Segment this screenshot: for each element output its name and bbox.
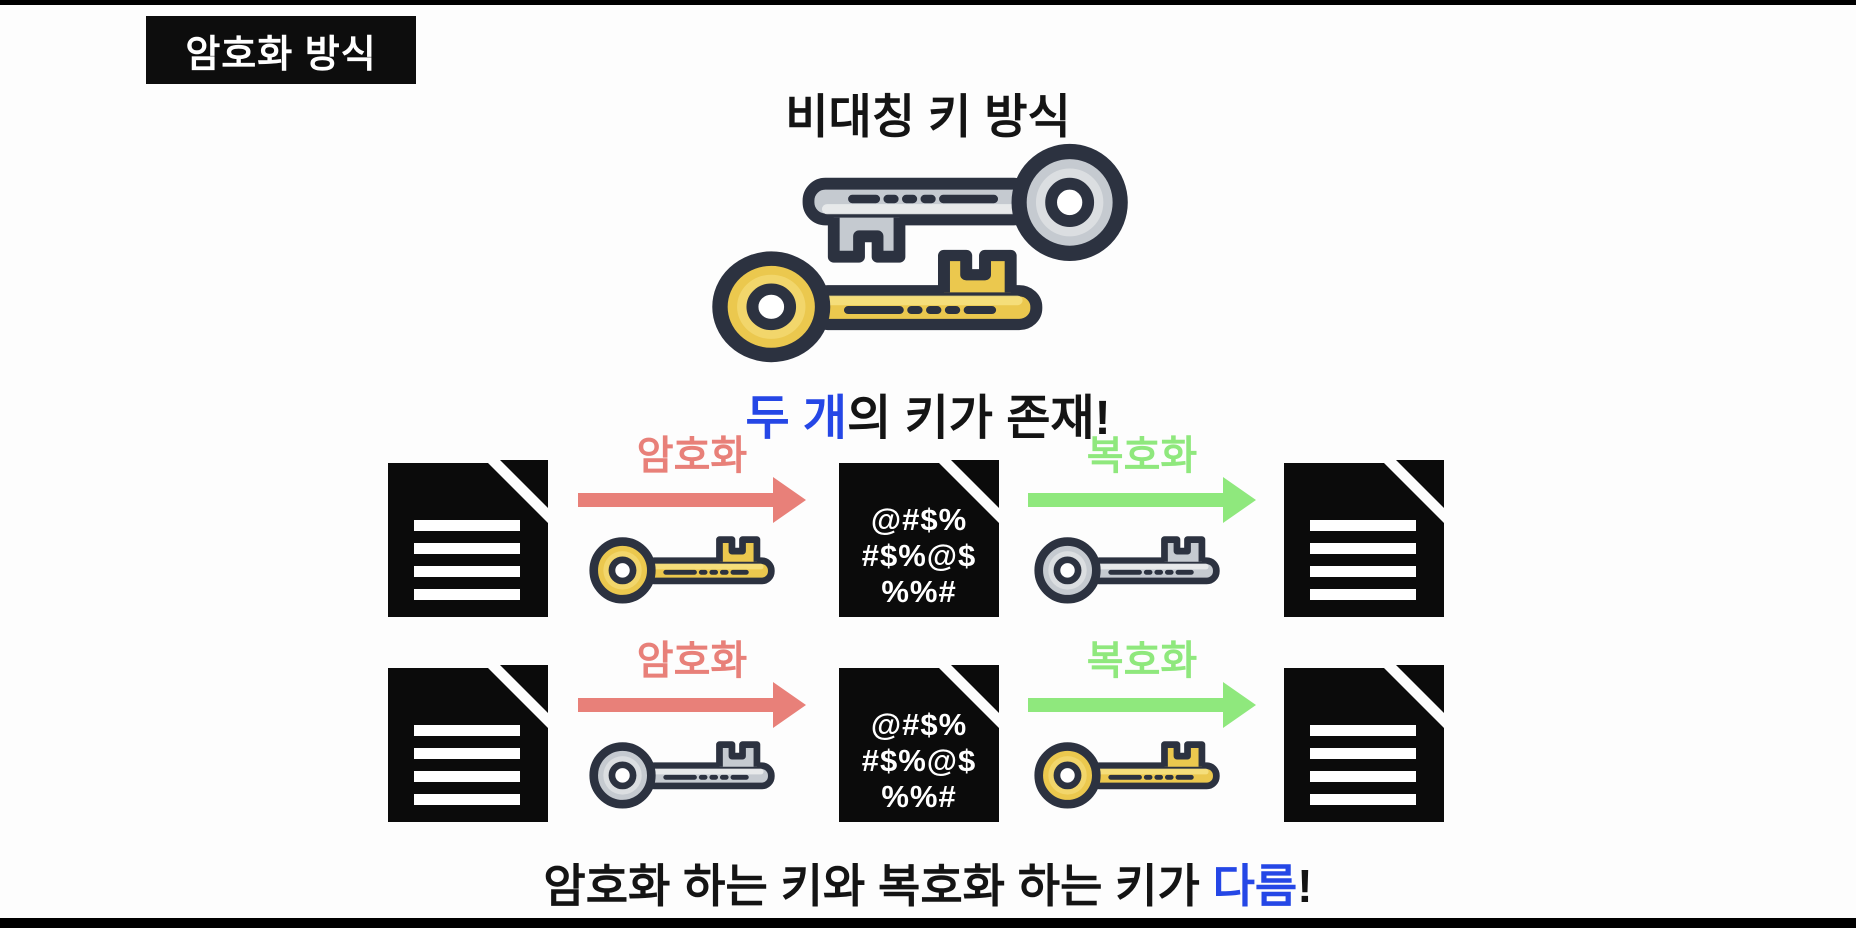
caption-text: 암호화 하는 키와 복호화 하는 키가: [543, 860, 1213, 912]
cipher-line: #$%@$: [861, 538, 977, 573]
subtitle-highlight: 두 개: [745, 392, 848, 445]
decrypt-key-icon: [1032, 736, 1224, 809]
caption-highlight: 다름: [1212, 860, 1298, 912]
decrypt-arrow-icon: [1028, 477, 1256, 523]
encrypt-arrow-icon: [578, 477, 806, 523]
cipher-text: @#$% #$%@$ %%#: [833, 707, 1005, 815]
decrypt-arrow-icon: [1028, 682, 1256, 728]
cipher-line: %%#: [881, 779, 957, 814]
subtitle-text: 의 키가 존재!: [847, 392, 1111, 445]
plain-document-icon: [382, 663, 554, 827]
cipher-line: @#$%: [870, 502, 968, 537]
decrypt-label: 복호화: [1086, 639, 1198, 683]
result-document-icon: [1278, 663, 1450, 827]
result-document-icon: [1278, 458, 1450, 622]
decrypt-key-icon: [1032, 531, 1224, 604]
encryption-flow-row-1: 암호화 @#$% #$%@$ %%# 복호화: [0, 434, 1856, 630]
encrypt-arrow-icon: [578, 682, 806, 728]
page-title: 비대칭 키 방식: [785, 90, 1071, 143]
encrypted-document-icon: @#$% #$%@$ %%#: [833, 458, 1005, 622]
letterbox-bottom: [0, 918, 1856, 928]
encrypt-label: 암호화: [636, 434, 748, 478]
cipher-line: @#$%: [870, 707, 968, 742]
subtitle: 두 개의 키가 존재!: [0, 378, 1856, 448]
conclusion-caption: 암호화 하는 키와 복호화 하는 키가 다름!: [0, 850, 1856, 916]
encrypt-key-icon: [587, 531, 779, 604]
section-badge: 암호화 방식: [146, 16, 416, 84]
decrypt-label: 복호화: [1086, 434, 1198, 478]
encryption-flow-row-2: 암호화 @#$% #$%@$ %%# 복호화: [0, 639, 1856, 835]
encrypted-document-icon: @#$% #$%@$ %%#: [833, 663, 1005, 827]
encrypt-key-icon: [587, 736, 779, 809]
cipher-line: #$%@$: [861, 743, 977, 778]
section-badge-label: 암호화 방식: [185, 33, 377, 76]
caption-punctuation: !: [1297, 860, 1313, 912]
gold-key-icon: [708, 241, 1050, 363]
cipher-line: %%#: [881, 574, 957, 609]
letterbox-top: [0, 0, 1856, 5]
plain-document-icon: [382, 458, 554, 622]
asymmetric-keys-illustration: [700, 138, 1165, 373]
cipher-text: @#$% #$%@$ %%#: [833, 502, 1005, 610]
encrypt-label: 암호화: [636, 639, 748, 683]
